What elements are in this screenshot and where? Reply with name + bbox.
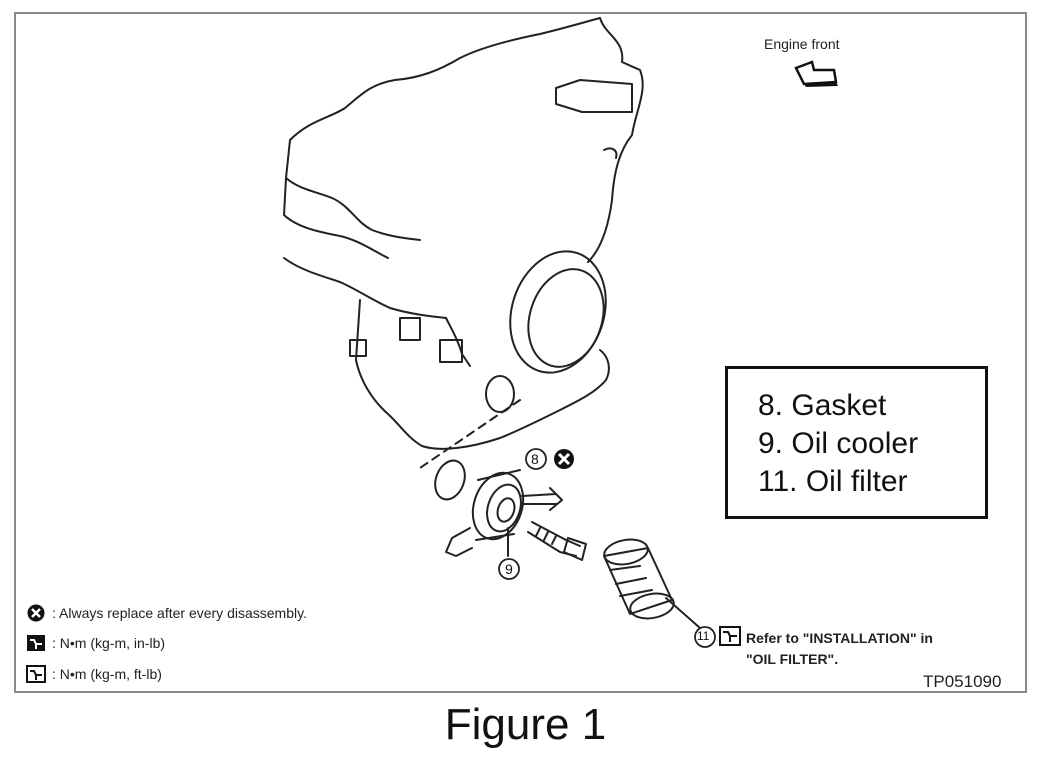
key-replace-text: : Always replace after every disassembly… (52, 605, 307, 621)
key-torque-in-lb-text: : N•m (kg-m, in-lb) (52, 635, 166, 651)
legend-item-gasket: 8. Gasket (758, 389, 887, 422)
front-arrow-icon (794, 60, 838, 87)
mount-boss (485, 375, 515, 413)
callout-filter (694, 626, 741, 648)
engine-block (283, 17, 644, 450)
installation-note: Refer to "INSTALLATION" in "OIL FILTER". (746, 628, 933, 670)
figure-caption: Figure 1 (444, 700, 607, 749)
figure-code: TP051090 (923, 672, 1002, 691)
callout-gasket-number: 8 (531, 451, 539, 467)
key-torque-in-lb: : N•m (kg-m, in-lb) (26, 634, 165, 652)
key-replace: : Always replace after every disassembly… (26, 604, 307, 622)
crank-pulley (509, 250, 607, 374)
torque-ft-lb-icon (26, 665, 46, 683)
legend-item-oil-cooler: 9. Oil cooler (758, 427, 919, 460)
connector-bolt (527, 521, 587, 561)
callout-cooler (498, 558, 520, 580)
callout-gasket (525, 448, 574, 470)
key-torque-ft-lb-text: : N•m (kg-m, ft-lb) (52, 666, 162, 682)
engine-front-label: Engine front (764, 36, 840, 52)
parts-legend-box: 8. Gasket 9. Oil cooler 11. Oil filter (725, 366, 988, 519)
guide-line (419, 399, 521, 469)
diagram-frame (14, 12, 1027, 693)
replace-icon (27, 604, 45, 622)
oil-filter-part (603, 538, 701, 629)
torque-in-lb-icon (27, 635, 45, 651)
installation-note-line2: "OIL FILTER". (746, 651, 839, 667)
installation-note-line1: Refer to "INSTALLATION" in (746, 630, 933, 646)
key-torque-ft-lb: : N•m (kg-m, ft-lb) (26, 665, 162, 683)
callout-cooler-number: 9 (505, 561, 513, 577)
callout-filter-number: 11 (697, 629, 710, 643)
legend-item-oil-filter: 11. Oil filter (758, 465, 908, 498)
gasket-ring (434, 459, 466, 501)
